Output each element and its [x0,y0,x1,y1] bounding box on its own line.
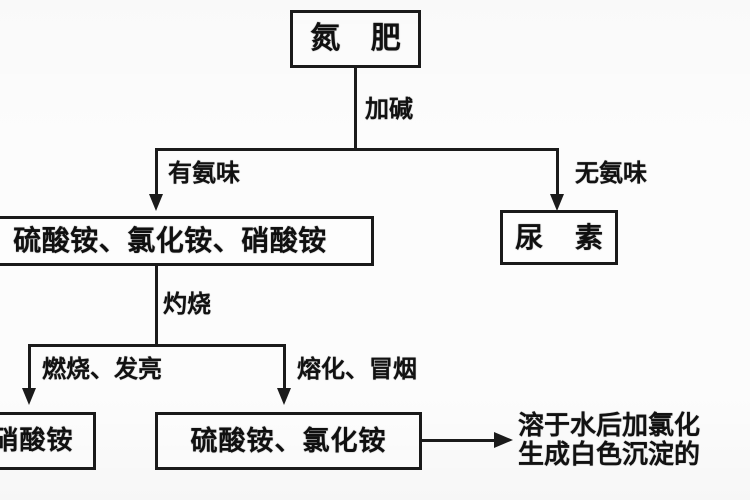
connector-split-bar-1 [155,148,559,151]
edge-label-melt-and-smoke: 熔化、冒烟 [297,355,417,383]
connector-result [422,439,496,442]
arrowhead-melt-smoke [277,388,291,405]
connector-ignite-stem [155,266,158,346]
node-nitrogen-fertilizer[interactable]: 氮 肥 [290,10,421,68]
arrowhead-no-ammonia [550,194,564,211]
node-label: 尿 素 [515,220,614,254]
result-note-line-1: 溶于水后加氯化 [518,411,701,441]
edge-label-no-ammonia-odor: 无氨味 [575,159,647,187]
edge-label-ignite: 灼烧 [163,290,211,318]
node-ammonium-sulfate-chloride[interactable]: 硫酸铵、氯化铵 [155,412,422,470]
connector-top-stem [354,68,357,150]
result-note-line-2: 生成白色沉淀的 [518,440,701,471]
edge-label-burn-and-glow: 燃烧、发亮 [42,355,162,383]
connector-right-branch [556,148,559,196]
arrowhead-burn-glow [22,388,36,405]
node-ammonium-salts[interactable]: 硫酸铵、氯化铵、硝酸铵 [0,216,374,266]
node-label: 硫酸铵、氯化铵、硝酸铵 [13,224,327,257]
connector-split-bar-2 [28,344,286,347]
connector-melt-branch [283,344,286,390]
node-label: 硫酸铵、氯化铵 [190,425,387,457]
edge-label-has-ammonia-odor: 有氨味 [168,159,240,187]
connector-burn-branch [28,344,31,390]
arrowhead-has-ammonia [149,194,163,211]
node-ammonium-nitrate[interactable]: 硝酸铵 [0,412,96,470]
connector-left-branch [155,148,158,196]
arrowhead-result [494,432,513,448]
node-label: 硝酸铵 [0,426,74,456]
result-note: 溶于水后加氯化 生成白色沉淀的 [518,411,701,471]
edge-label-add-alkali: 加碱 [365,95,413,123]
node-urea[interactable]: 尿 素 [500,210,618,265]
node-label: 氮 肥 [310,21,411,56]
